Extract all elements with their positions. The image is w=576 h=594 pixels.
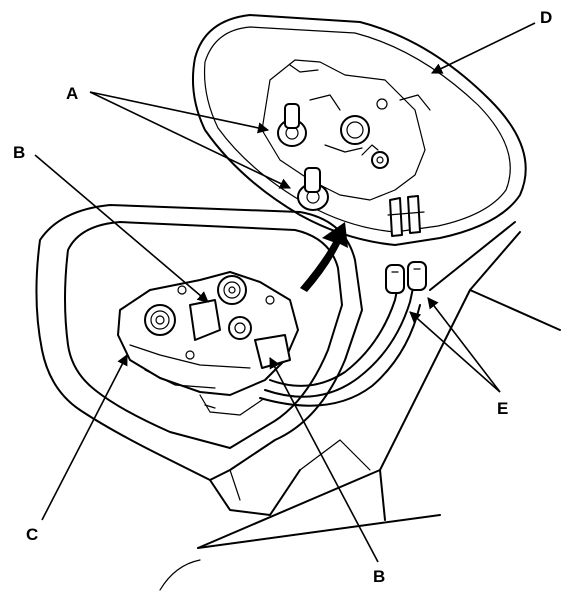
wiring-harness [259, 261, 427, 407]
removal-arrow [300, 222, 348, 292]
mirror-actuator [117, 271, 299, 416]
mirror-holder [192, 14, 527, 246]
leader-lines [34, 22, 536, 563]
label-d: D [540, 8, 552, 27]
label-e: E [497, 399, 508, 418]
label-b-top: B [13, 143, 25, 162]
label-c: C [26, 525, 38, 544]
door-panel [159, 221, 561, 591]
mirror-housing [35, 204, 363, 516]
label-a: A [66, 84, 78, 103]
label-b-bottom: B [373, 567, 385, 586]
